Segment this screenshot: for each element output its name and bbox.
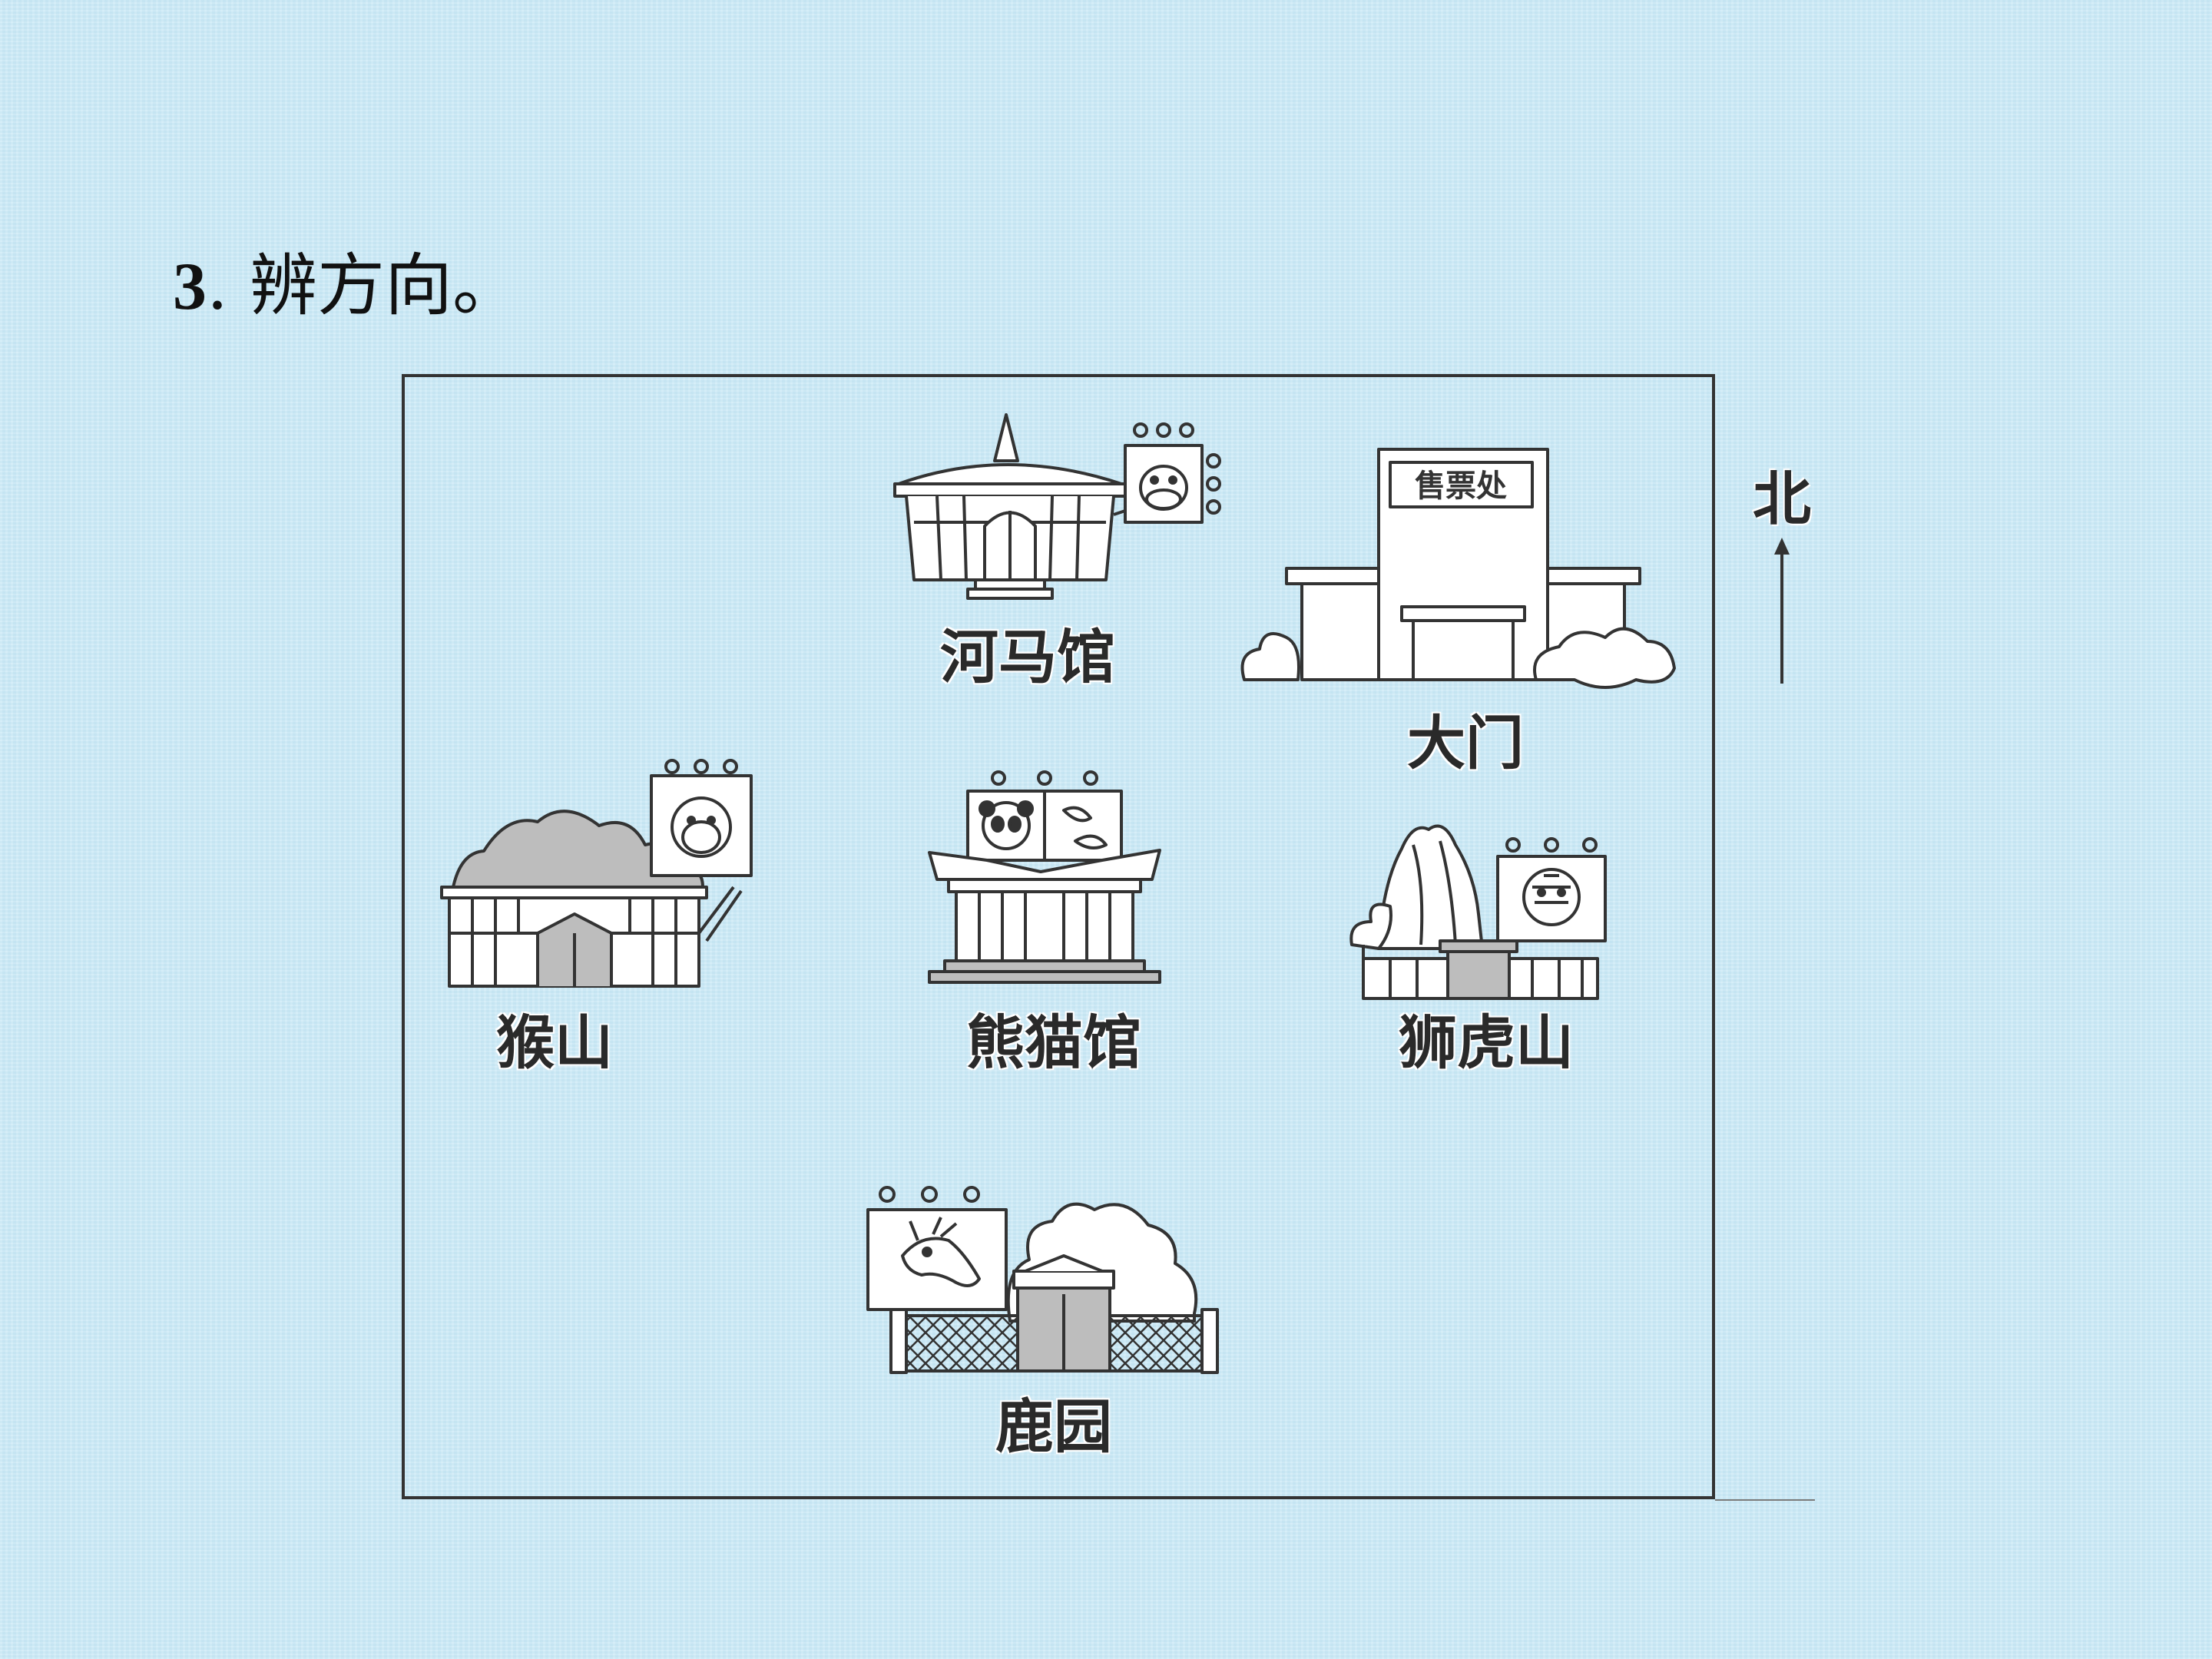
hippo-house-label: 河马馆 xyxy=(940,623,1115,691)
monkey-hill-icon xyxy=(440,759,753,988)
map-frame xyxy=(402,374,1715,1499)
north-arrow-icon xyxy=(1774,538,1790,684)
main-gate-label: 大门 xyxy=(1407,709,1524,777)
question-number: 3 xyxy=(173,250,207,324)
monkey-hill-label: 猴山 xyxy=(496,1008,613,1077)
deer-park-label: 鹿园 xyxy=(995,1392,1112,1461)
question-text: . 辨方向。 xyxy=(207,246,520,325)
hippo-house-icon xyxy=(893,413,1221,600)
north-label: 北 xyxy=(1753,465,1811,533)
lion-tiger-hill-icon xyxy=(1349,824,1607,1000)
deer-park-icon xyxy=(866,1186,1219,1374)
panda-house-icon xyxy=(928,770,1161,984)
question-title: 3. 辨方向。 xyxy=(173,252,520,321)
lion-tiger-hill-label: 狮虎山 xyxy=(1399,1008,1574,1077)
frame-baseline xyxy=(1715,1499,1815,1501)
main-gate-icon: 售票处 xyxy=(1240,448,1676,689)
ticket-office-sign: 售票处 xyxy=(1415,469,1507,504)
panda-house-label: 熊猫馆 xyxy=(966,1008,1141,1077)
